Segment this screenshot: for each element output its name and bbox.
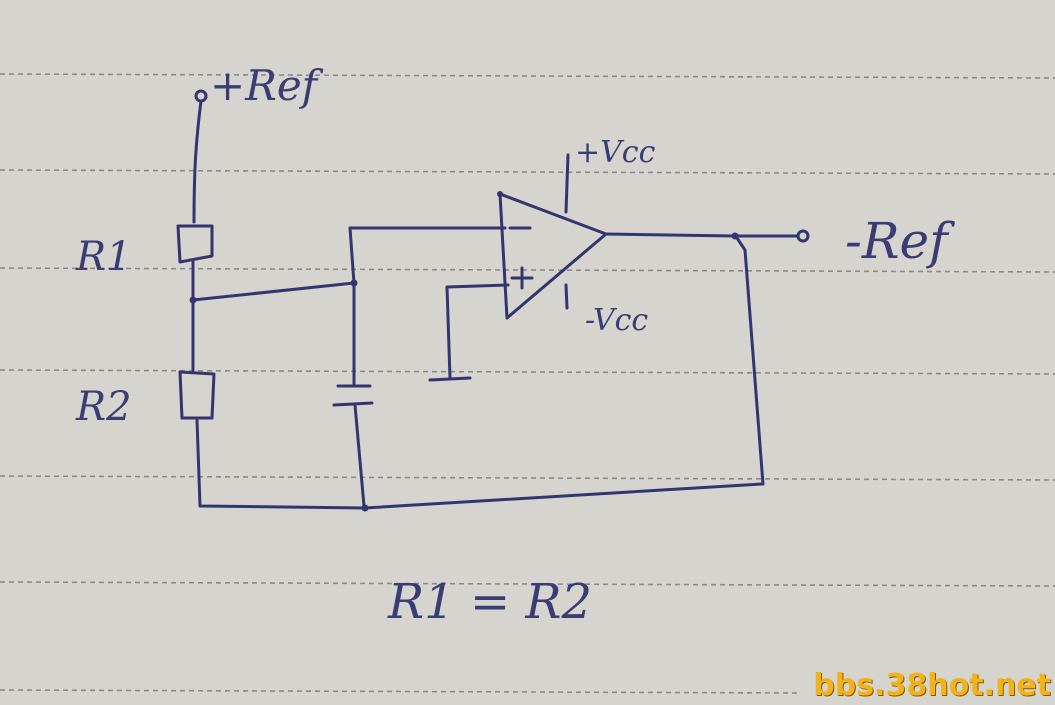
minus-ref-terminal — [796, 229, 810, 243]
bottom-return-wire — [195, 418, 764, 510]
r2-label: R2 — [75, 384, 132, 430]
r1-label: R1 — [75, 234, 132, 280]
wire-noninverting-to-ground — [445, 283, 510, 380]
opamp-triangle — [498, 192, 608, 320]
plus-ref-terminal — [194, 89, 208, 103]
watermark-text: bbs.38hot.net — [813, 668, 1051, 703]
resistor-r2 — [178, 370, 216, 420]
plus-vcc-lead — [564, 153, 570, 214]
opamp-corner-dot — [497, 191, 503, 197]
notebook-rules — [0, 73, 1055, 694]
minus-ref-label: -Ref — [845, 212, 955, 270]
equation-label: R1 = R2 — [387, 574, 592, 630]
minus-vcc-label: -Vcc — [585, 303, 648, 338]
capacitor-plate-bottom — [332, 401, 374, 407]
opamp-plus-mark — [510, 266, 534, 290]
plus-ref-label: +Ref — [210, 61, 324, 110]
feedback-wire — [735, 236, 765, 486]
wire-to-inverting-input — [348, 226, 507, 285]
wire-ref-to-r1 — [192, 99, 203, 224]
wire-mid-to-cap — [191, 281, 356, 302]
resistor-r1 — [176, 224, 214, 264]
cap-lead-bottom — [353, 403, 366, 508]
output-wire — [604, 232, 800, 238]
plus-vcc-label: +Vcc — [575, 135, 656, 170]
minus-vcc-lead — [564, 283, 569, 310]
ground-symbol — [428, 376, 472, 382]
